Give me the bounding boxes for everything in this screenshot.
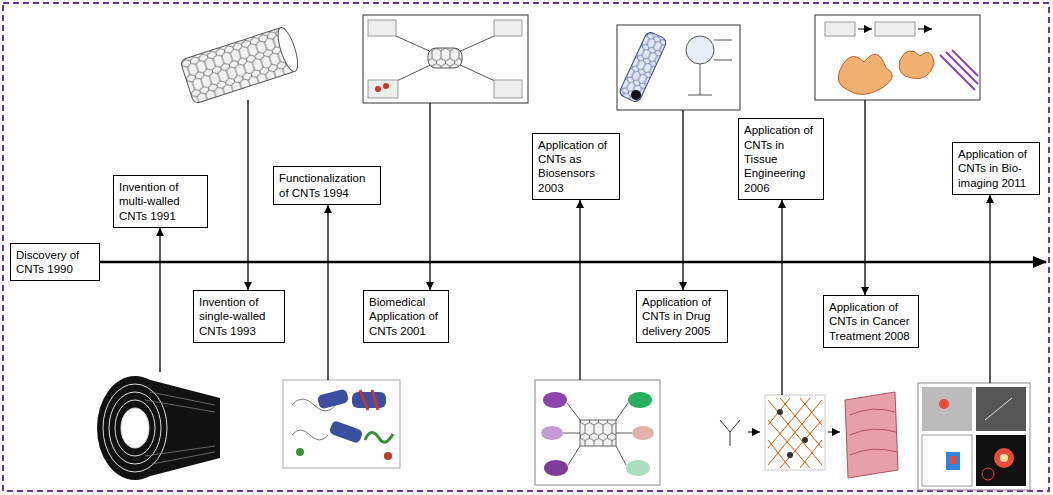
leader-arrow xyxy=(579,200,580,380)
event-text: Discovery of CNTs 1990 xyxy=(16,248,94,277)
timeline-arrow xyxy=(100,261,1046,264)
timeline-box: Application of CNTs in Cancer Treatment … xyxy=(823,295,919,348)
event-text: Application of CNTs in Bio-imaging 2011 xyxy=(958,147,1034,190)
timeline-box: Functionalization of CNTs 1994 xyxy=(273,166,381,205)
leader-arrow xyxy=(159,228,160,372)
event-text: Application of CNTs in Tissue Engineerin… xyxy=(744,123,818,195)
leader-arrow xyxy=(864,100,865,295)
timeline-box: Invention of single-walled CNTs 1993 xyxy=(193,290,285,343)
timeline-box: Application of CNTs in Tissue Engineerin… xyxy=(738,118,824,200)
event-text: Biomedical Application of CNTs 2001 xyxy=(369,295,443,338)
leader-arrow xyxy=(682,110,683,290)
leader-arrow xyxy=(327,205,328,380)
timeline-box: Application of CNTs in Bio-imaging 2011 xyxy=(952,142,1040,195)
leader-arrow xyxy=(781,200,782,395)
cancer-treatment-picture xyxy=(815,15,980,100)
single-walled-tube-picture xyxy=(180,25,302,104)
dashed-frame xyxy=(3,3,1049,491)
functionalization-picture xyxy=(283,380,400,468)
timeline-box: Invention of multi-walled CNTs 1991 xyxy=(113,175,208,228)
drug-delivery-picture xyxy=(617,25,740,110)
timeline-box: Application of CNTs in Drug delivery 200… xyxy=(636,290,728,343)
tissue-engineering-picture xyxy=(720,392,898,478)
timeline-box: Application of CNTs as Biosensors 2003 xyxy=(532,133,620,201)
event-text: Application of CNTs in Cancer Treatment … xyxy=(829,300,913,343)
event-text: Functionalization of CNTs 1994 xyxy=(279,171,375,200)
leader-arrow xyxy=(247,100,248,290)
multi-walled-tube-picture xyxy=(97,376,220,480)
event-text: Application of CNTs in Drug delivery 200… xyxy=(642,295,722,338)
timeline-box: Biomedical Application of CNTs 2001 xyxy=(363,290,449,343)
biosensor-picture xyxy=(535,380,660,485)
leader-arrow xyxy=(989,195,990,383)
event-text: Application of CNTs as Biosensors 2003 xyxy=(538,138,614,196)
biomedical-application-picture xyxy=(363,15,528,103)
timeline-box: Discovery of CNTs 1990 xyxy=(10,243,100,282)
event-text: Invention of single-walled CNTs 1993 xyxy=(199,295,279,338)
bio-imaging-picture xyxy=(918,383,1030,490)
leader-arrow xyxy=(429,103,430,290)
event-text: Invention of multi-walled CNTs 1991 xyxy=(119,180,202,223)
